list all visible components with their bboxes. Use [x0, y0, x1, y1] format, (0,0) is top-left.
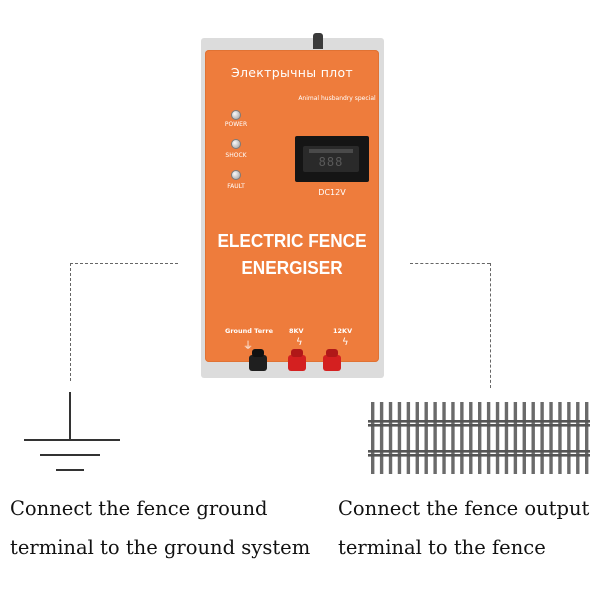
- ground-caption-line2: terminal to the ground system: [10, 536, 311, 559]
- display-bar-graph: [309, 149, 353, 153]
- special-text: Animal husbandry special: [298, 95, 376, 102]
- ground-caption-line1: Connect the fence ground: [10, 497, 268, 520]
- device-title-line1: ELECTRIC FENCE: [217, 230, 367, 251]
- power-label: POWER: [224, 121, 248, 128]
- fault-label: FAULT: [227, 183, 245, 190]
- fence-connector-horizontal: [410, 263, 490, 264]
- device-title-line2: ENERGISER: [241, 257, 343, 278]
- ground-symbol-icon: ⏚: [243, 341, 253, 352]
- ground-connector-vertical: [70, 263, 71, 381]
- 12kv-terminal-post: [323, 349, 341, 371]
- fence-caption-line2: terminal to the fence: [338, 536, 546, 559]
- fence-icon: [368, 402, 590, 474]
- display-screen: 888: [303, 146, 359, 172]
- ground-terminal-post: [249, 349, 267, 371]
- 8kv-terminal-label: 8KV: [289, 327, 304, 335]
- brand-text: Электрычны плот: [230, 65, 354, 80]
- 12kv-terminal-label: 12KV: [333, 327, 353, 335]
- ground-connector-horizontal: [70, 263, 178, 264]
- shock-indicator-light: [231, 139, 241, 149]
- fence-connector-vertical: [490, 263, 491, 388]
- fault-indicator-light: [231, 170, 241, 180]
- lightning-12kv-icon: ϟ: [342, 337, 349, 348]
- lightning-8kv-icon: ϟ: [296, 337, 303, 348]
- fence-caption-line1: Connect the fence output: [338, 497, 590, 520]
- power-indicator-light: [231, 110, 241, 120]
- energiser-device: Электрычны плот Animal husbandry special…: [205, 50, 379, 362]
- top-cable: [313, 33, 323, 49]
- ground-terminal-label: Ground Terre: [225, 327, 273, 335]
- voltage-label: DC12V: [318, 188, 346, 197]
- shock-label: SHOCK: [225, 152, 247, 159]
- 8kv-terminal-post: [288, 349, 306, 371]
- digital-display: 888: [295, 136, 369, 182]
- ground-icon: [24, 392, 120, 471]
- display-digits: 888: [318, 155, 344, 169]
